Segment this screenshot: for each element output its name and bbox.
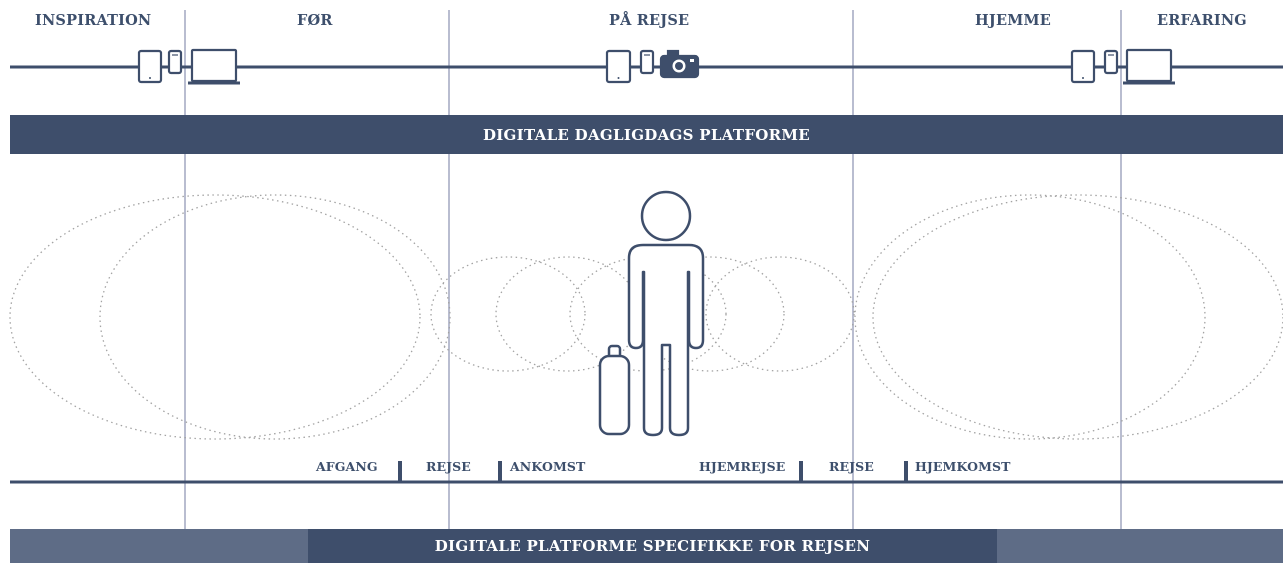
sub-stage-ankomst: ANKOMST bbox=[510, 459, 586, 474]
ellipse bbox=[854, 194, 1206, 440]
banner-daily-platforms-label: DIGITALE DAGLIGDAGS PLATFORME bbox=[482, 125, 811, 144]
sub-stage-rejse: REJSE bbox=[426, 459, 471, 474]
banner-daily-platforms: DIGITALE DAGLIGDAGS PLATFORME bbox=[10, 115, 1283, 154]
right-device-group bbox=[1070, 48, 1175, 85]
banner-travel-platforms: DIGITALE PLATFORME SPECIFIKKE FOR REJSEN bbox=[308, 529, 997, 563]
camera-icon bbox=[659, 49, 700, 79]
left-device-group bbox=[137, 48, 240, 85]
tick bbox=[904, 461, 908, 481]
usage-ellipses bbox=[9, 194, 1283, 440]
stage-label-paa-rejse: PÅ REJSE bbox=[609, 12, 690, 29]
ellipse bbox=[705, 256, 855, 372]
traveler-with-suitcase-icon bbox=[598, 190, 705, 437]
ellipse bbox=[872, 194, 1283, 440]
tick bbox=[799, 461, 803, 481]
laptop-icon bbox=[1123, 48, 1175, 85]
laptop-icon bbox=[188, 48, 240, 85]
ellipse bbox=[430, 256, 586, 372]
stage-label-inspiration: INSPIRATION bbox=[35, 12, 152, 29]
phone-icon bbox=[639, 49, 655, 75]
sub-stage-hjemkomst: HJEMKOMST bbox=[915, 459, 1011, 474]
stage-label-foer: FØR bbox=[297, 12, 333, 29]
stage-label-erfaring: ERFARING bbox=[1157, 12, 1247, 29]
stage-label-hjemme: HJEMME bbox=[975, 12, 1051, 29]
tablet-icon bbox=[137, 49, 163, 84]
sub-stage-afgang: AFGANG bbox=[316, 459, 378, 474]
head bbox=[640, 190, 692, 242]
suitcase-icon bbox=[598, 344, 631, 436]
center-device-group bbox=[605, 49, 700, 84]
phone-icon bbox=[167, 49, 183, 75]
tablet-icon bbox=[605, 49, 632, 84]
ellipse bbox=[99, 194, 451, 440]
tick bbox=[398, 461, 402, 481]
phone-icon bbox=[1103, 49, 1119, 75]
tick bbox=[498, 461, 502, 481]
sub-stage-ticks bbox=[398, 461, 908, 481]
tablet-icon bbox=[1070, 49, 1096, 84]
sub-stage-hjemrejse: HJEMREJSE bbox=[699, 459, 786, 474]
banner-travel-platforms-label: DIGITALE PLATFORME SPECIFIKKE FOR REJSEN bbox=[434, 537, 871, 555]
ellipse bbox=[9, 194, 421, 440]
sub-stage-rejse: REJSE bbox=[829, 459, 874, 474]
body bbox=[627, 243, 705, 437]
